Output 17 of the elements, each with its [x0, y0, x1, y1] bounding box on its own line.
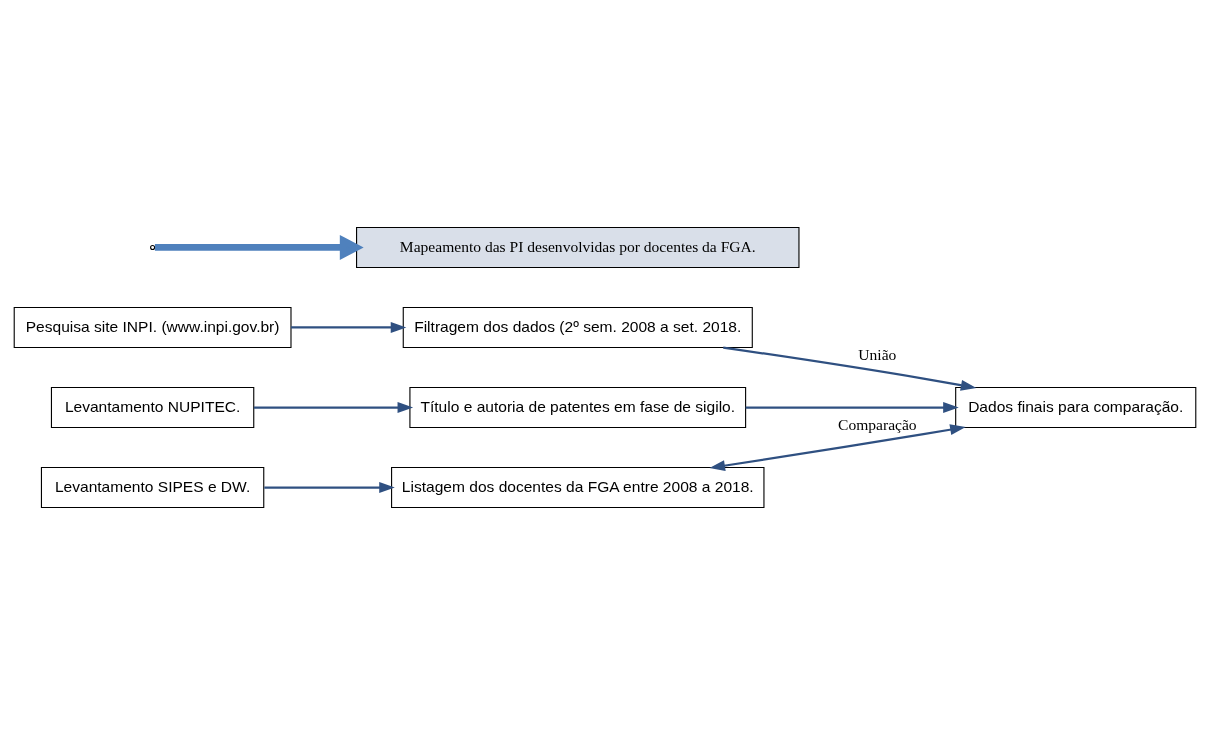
arrow — [253, 402, 414, 413]
arrow — [745, 402, 959, 413]
node-box: Título e autoria de patentes em fase de sigilo. — [409, 386, 747, 429]
node-box: Levantamento NUPITEC. — [50, 386, 255, 429]
node-box: Filtragem dos dados (2º sem. 2008 a set. 2018. — [402, 306, 753, 349]
edge-label: União — [858, 345, 897, 363]
node-box: Mapeamento das PI desenvolvidas por docentes da FGA. — [356, 226, 800, 268]
arrow — [264, 482, 395, 493]
arrow — [154, 234, 364, 260]
node-box: Levantamento SIPES e DW. — [40, 467, 265, 509]
node-box: Dados finais para comparação. — [955, 386, 1197, 429]
node-box: Pesquisa site INPI. (www.inpi.gov.br) — [13, 306, 292, 349]
arrow — [709, 424, 966, 472]
arrow — [723, 346, 977, 391]
edge-label: Comparação — [838, 415, 917, 433]
node-box: Listagem dos docentes da FGA entre 2008 a 2018. — [391, 467, 765, 509]
arrow — [291, 322, 407, 333]
